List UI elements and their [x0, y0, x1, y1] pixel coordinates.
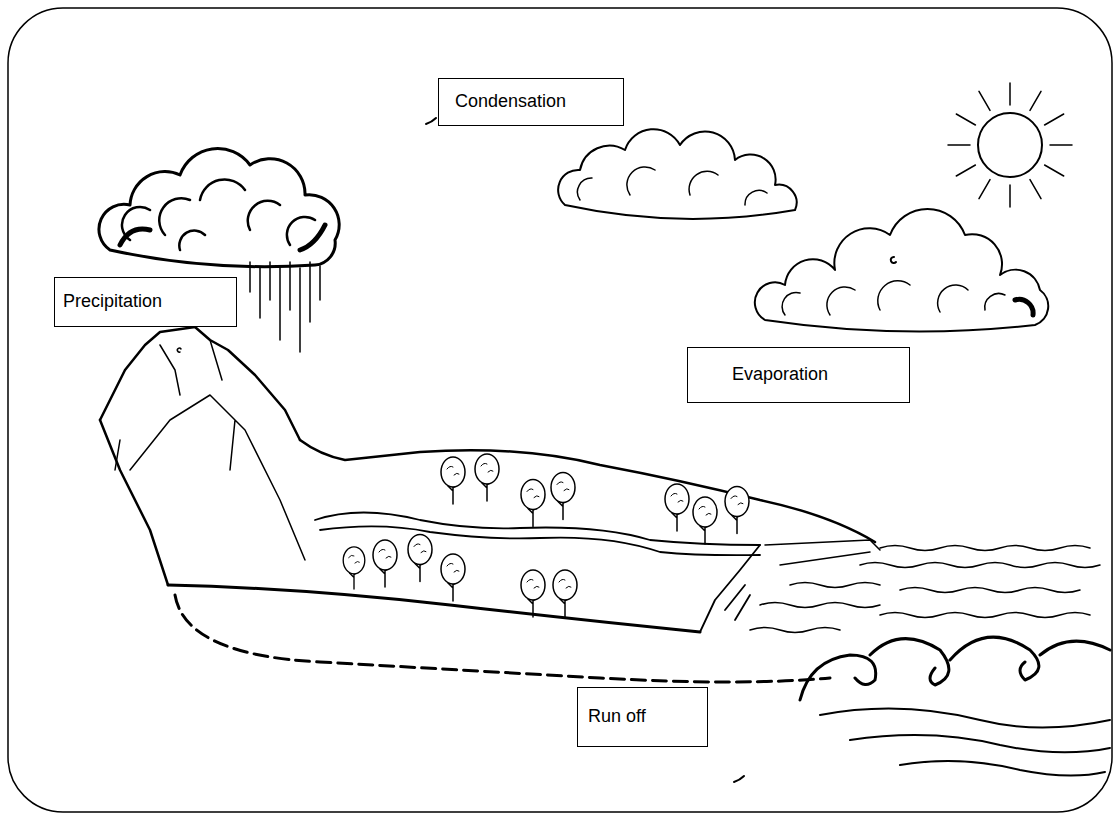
label-box: Precipitation — [54, 277, 237, 327]
cloud-outline — [558, 129, 796, 219]
sea-ripples — [750, 546, 1100, 633]
cloud-shadow — [1015, 299, 1033, 315]
cloud-shadow — [120, 225, 325, 250]
mountain-slope — [100, 420, 168, 585]
cloud-shading — [122, 179, 315, 250]
label-box: Run off — [577, 687, 708, 747]
outer-frame — [8, 8, 1112, 812]
mountains — [100, 327, 305, 585]
cloud-shading — [782, 281, 1005, 315]
runoff-dashed-line — [175, 595, 830, 682]
white-cloud — [558, 129, 796, 219]
leader-mark — [426, 118, 436, 124]
leader-mark — [734, 776, 744, 782]
cliff — [700, 545, 760, 632]
label-box: Evaporation — [687, 347, 910, 403]
stage-label: Run off — [588, 706, 646, 728]
trees — [343, 454, 749, 617]
stage-label: Evaporation — [732, 364, 828, 386]
land-front-edge — [168, 585, 700, 632]
sun-disc — [978, 113, 1042, 177]
cloud-outline — [755, 209, 1048, 332]
shore — [765, 540, 880, 565]
leader-marks — [426, 118, 896, 782]
mountain-lines — [115, 340, 305, 560]
rain-cloud — [99, 149, 339, 267]
cloud-shading — [577, 167, 767, 205]
rain-drops — [250, 262, 320, 352]
mountain-mark — [177, 348, 181, 352]
sun — [948, 83, 1072, 207]
sea-swell — [820, 709, 1110, 776]
sun-rays — [948, 83, 1072, 207]
mountain-ridge — [100, 327, 300, 440]
cloud-outline — [99, 149, 339, 267]
stage-label: Condensation — [455, 91, 566, 113]
sea — [750, 546, 1110, 776]
evaporation-cloud — [755, 209, 1048, 332]
leader-mark — [891, 257, 896, 263]
label-box: Condensation — [438, 78, 624, 126]
stage-label: Precipitation — [63, 291, 162, 313]
sea-waves — [800, 637, 1110, 700]
